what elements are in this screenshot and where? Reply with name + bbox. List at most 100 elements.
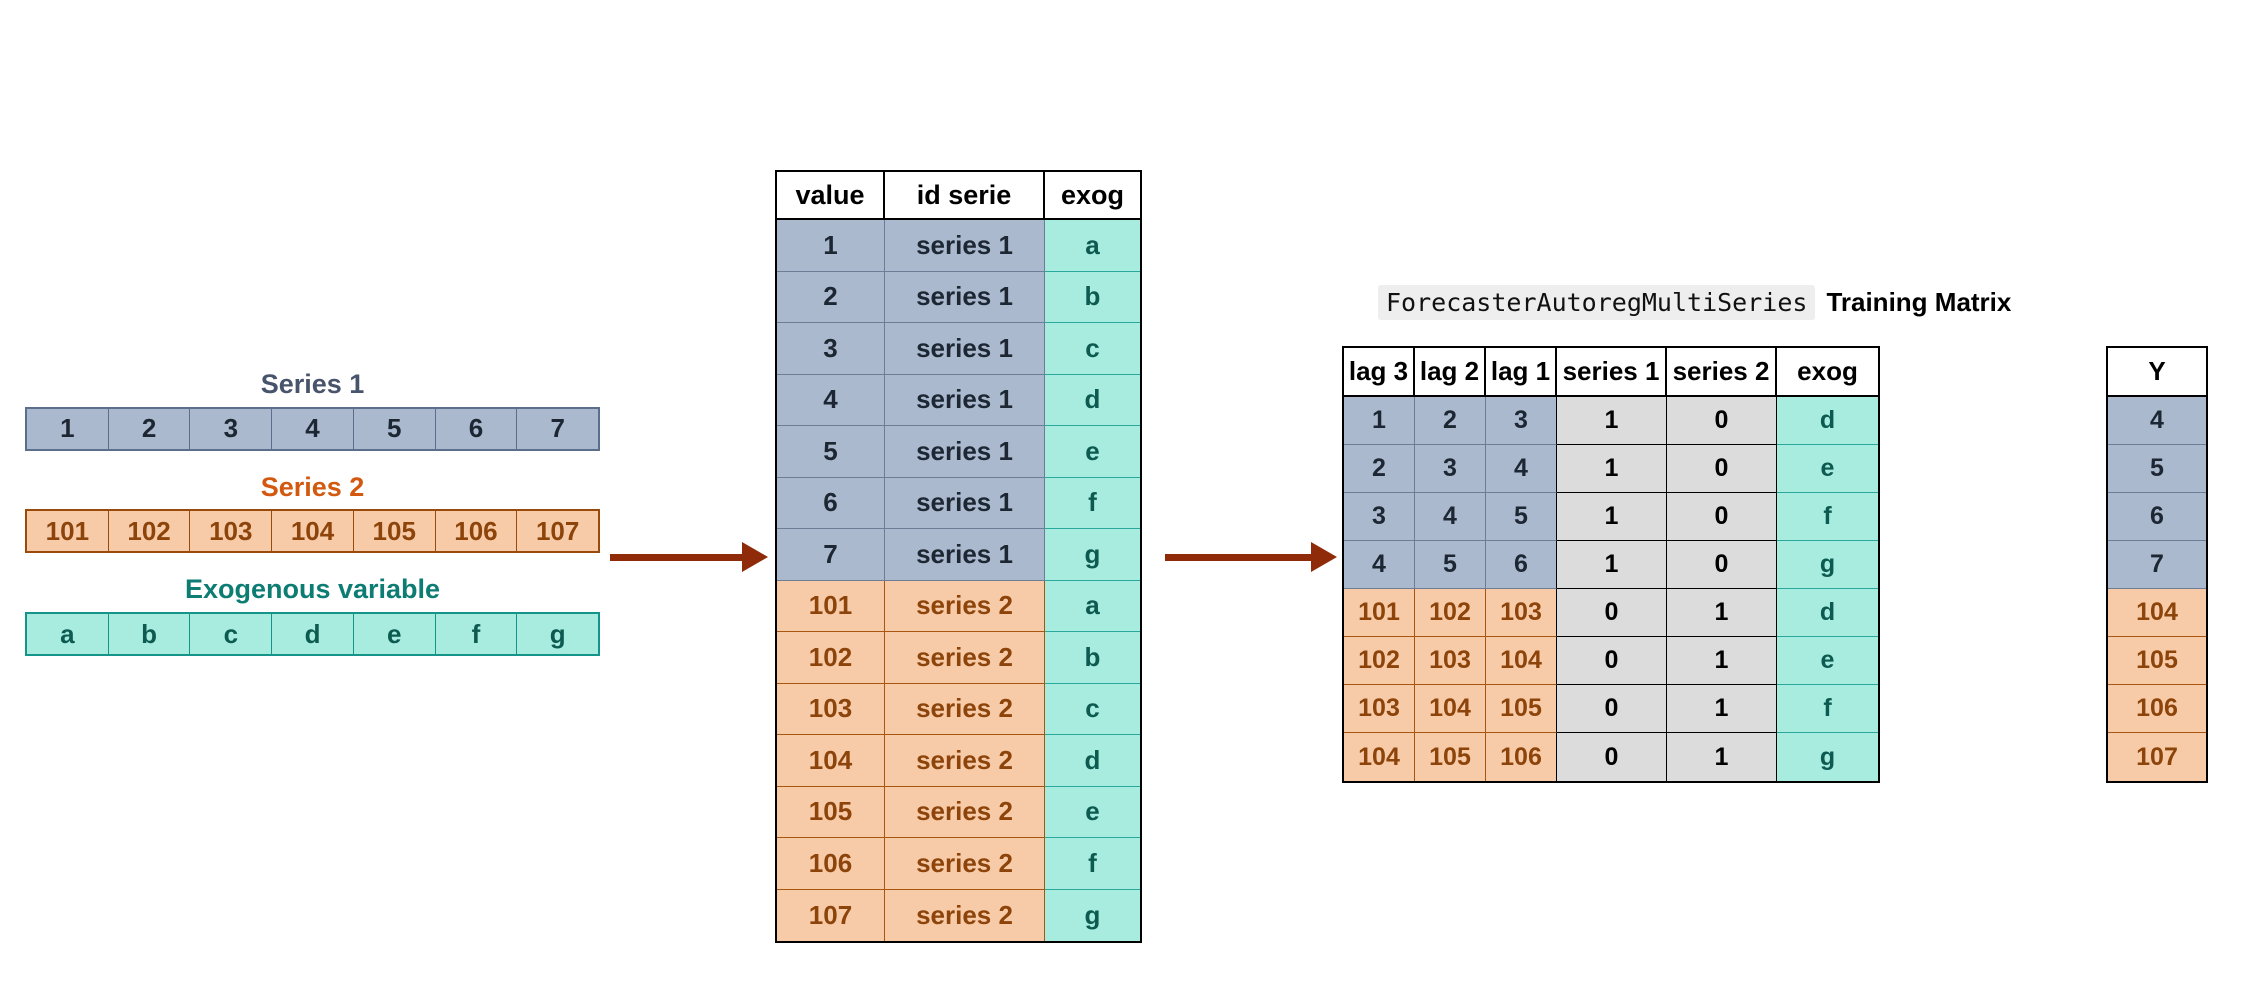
series-1-dummy-cell: 1 xyxy=(1557,541,1667,589)
id-serie-cell: series 1 xyxy=(885,323,1045,375)
series-2-cell: 104 xyxy=(272,511,354,552)
forecaster-class-name: ForecasterAutoregMultiSeries xyxy=(1378,285,1816,320)
table-row: 106 xyxy=(2108,685,2206,733)
exogenous-cell: g xyxy=(549,618,566,649)
arrow-head xyxy=(1311,542,1337,572)
lag-1-cell: 4 xyxy=(1486,445,1557,493)
series-2-cell: 103 xyxy=(190,511,273,552)
lag-3-cell: 3 xyxy=(1344,493,1415,541)
series-1-dummy-cell: 0 xyxy=(1557,637,1667,685)
series-1-dummy-cell: 1 xyxy=(1557,445,1667,493)
series-1-dummy-cell: 0 xyxy=(1557,589,1667,637)
lag-1-cell: 104 xyxy=(1486,637,1557,685)
y-value-cell: 107 xyxy=(2108,733,2206,781)
id-serie-cell: series 1 xyxy=(885,426,1045,478)
value-cell: 103 xyxy=(777,683,885,735)
id-serie-cell: series 1 xyxy=(885,220,1045,272)
exog-cell: e xyxy=(1777,637,1878,685)
exog-cell: e xyxy=(1777,445,1878,493)
arrow-shaft xyxy=(610,554,744,561)
column-header-lag-1: lag 1 xyxy=(1486,348,1557,397)
value-cell: 1 xyxy=(777,220,885,272)
id-serie-cell: series 1 xyxy=(885,271,1045,323)
column-header-lag-2: lag 2 xyxy=(1415,348,1486,397)
series-2-dummy-cell: 1 xyxy=(1667,589,1777,637)
lag-1-cell: 105 xyxy=(1486,685,1557,733)
lag-2-cell: 2 xyxy=(1415,397,1486,445)
lag-2-cell: 3 xyxy=(1415,445,1486,493)
exogenous-variable-title: Exogenous variable xyxy=(184,574,441,605)
lag-1-cell: 3 xyxy=(1486,397,1557,445)
exog-cell: e xyxy=(1045,426,1140,478)
exog-cell: a xyxy=(1045,220,1140,272)
value-cell: 105 xyxy=(777,786,885,838)
exog-cell: g xyxy=(1045,889,1140,941)
training-matrix-label: Training Matrix xyxy=(1826,287,2012,317)
lag-1-cell: 5 xyxy=(1486,493,1557,541)
id-serie-cell: series 1 xyxy=(885,477,1045,529)
series-2-dummy-cell: 0 xyxy=(1667,541,1777,589)
value-cell: 101 xyxy=(777,580,885,632)
table-header-row: Y xyxy=(2108,348,2206,397)
series-1-cell: 7 xyxy=(550,413,565,444)
series-1-cell: 2 xyxy=(109,408,191,449)
series-1-cell: 3 xyxy=(190,408,273,449)
y-value-cell: 4 xyxy=(2108,397,2206,445)
series-1-cell: 5 xyxy=(354,408,436,449)
value-cell: 5 xyxy=(777,426,885,478)
lag-3-cell: 1 xyxy=(1344,397,1415,445)
id-serie-cell: series 2 xyxy=(885,889,1045,941)
y-value-cell: 104 xyxy=(2108,589,2206,637)
series-2-dummy-cell: 0 xyxy=(1667,397,1777,445)
lag-1-cell: 106 xyxy=(1486,733,1557,781)
lag-2-cell: 4 xyxy=(1415,493,1486,541)
series-1-dummy-cell: 1 xyxy=(1557,397,1667,445)
series-2-dummy-cell: 1 xyxy=(1667,733,1777,781)
column-header-value: value xyxy=(777,172,885,220)
series-2-cell: 106 xyxy=(436,511,518,552)
lag-2-cell: 103 xyxy=(1415,637,1486,685)
column-header-series-2: series 2 xyxy=(1667,348,1777,397)
lag-2-cell: 104 xyxy=(1415,685,1486,733)
exog-cell: e xyxy=(1045,786,1140,838)
exog-cell: g xyxy=(1045,529,1140,581)
column-header-lag-3: lag 3 xyxy=(1344,348,1415,397)
lag-1-cell: 103 xyxy=(1486,589,1557,637)
series-2-dummy-cell: 0 xyxy=(1667,445,1777,493)
arrow-right-icon-2 xyxy=(1165,542,1340,572)
exog-cell: f xyxy=(1777,493,1878,541)
lag-3-cell: 4 xyxy=(1344,541,1415,589)
id-serie-cell: series 1 xyxy=(885,374,1045,426)
exogenous-cell: b xyxy=(109,614,191,655)
y-value-cell: 7 xyxy=(2108,541,2206,589)
exog-cell: d xyxy=(1045,735,1140,787)
exog-cell: a xyxy=(1045,580,1140,632)
arrow-right-icon-1 xyxy=(610,542,770,572)
exog-cell: d xyxy=(1045,374,1140,426)
lag-3-cell: 102 xyxy=(1344,637,1415,685)
column-header-id-serie: id serie xyxy=(885,172,1045,220)
id-serie-cell: series 1 xyxy=(885,529,1045,581)
exog-cell: f xyxy=(1045,477,1140,529)
exog-cell: g xyxy=(1777,541,1878,589)
series-2-dummy-cell: 1 xyxy=(1667,685,1777,733)
lag-3-cell: 2 xyxy=(1344,445,1415,493)
y-value-cell: 105 xyxy=(2108,637,2206,685)
